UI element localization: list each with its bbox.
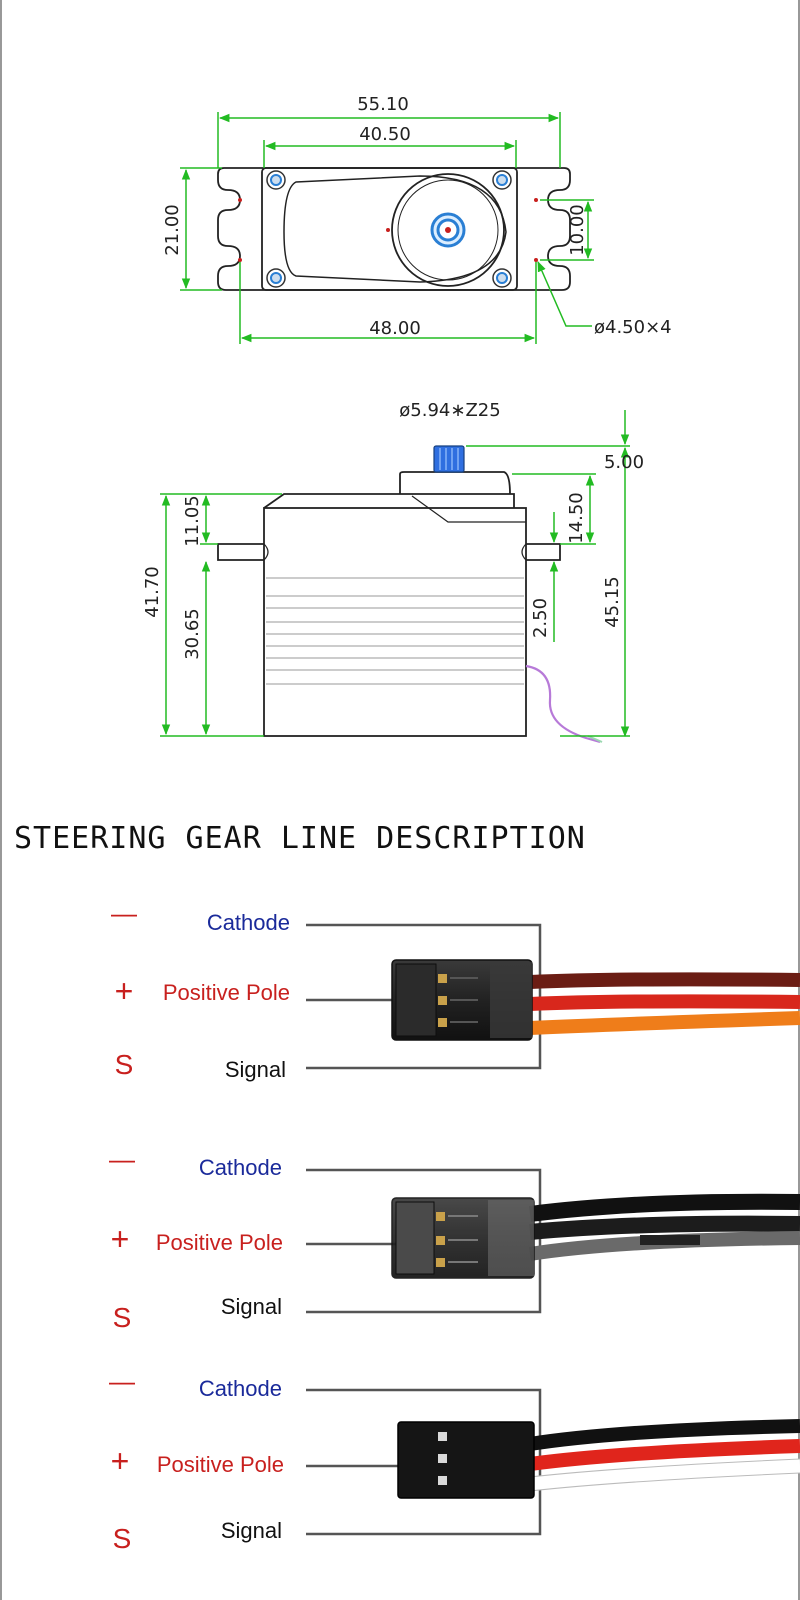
connector-group-1: — + S Cathode Positive Pole Signal <box>111 898 800 1082</box>
plus-symbol: + <box>111 1443 130 1479</box>
dim-overall-height: 41.70 <box>142 566 163 618</box>
positive-pole-label: Positive Pole <box>163 980 290 1005</box>
top-view-dimensions <box>180 112 594 344</box>
servo-side-view <box>217 471 561 737</box>
dim-body-height: 30.65 <box>182 608 203 660</box>
dim-top-to-flange: 11.05 <box>182 495 203 547</box>
positive-pole-label: Positive Pole <box>157 1452 284 1477</box>
horn-icon <box>430 212 466 248</box>
servo-cap <box>263 493 515 509</box>
dim-cap-height: 14.50 <box>566 492 587 544</box>
cover-plate <box>283 175 507 283</box>
dim-overall-width: 55.10 <box>357 94 409 115</box>
dim-slot-spacing: 10.00 <box>567 204 588 256</box>
servo-wire <box>525 664 601 744</box>
signal-symbol: S <box>113 1302 132 1333</box>
body-ribs <box>266 577 524 685</box>
cathode-label: Cathode <box>199 1376 282 1401</box>
signal-symbol: S <box>115 1049 134 1080</box>
output-gear-outline <box>391 173 505 287</box>
spline-icon <box>433 445 465 473</box>
connector-housing <box>397 1421 535 1499</box>
minus-symbol: — <box>111 898 137 928</box>
dim-spline: ø5.94∗Z25 <box>399 400 500 421</box>
side-view-dimensions <box>160 410 630 738</box>
minus-symbol: — <box>109 1366 135 1396</box>
dim-flange-thickness: 2.50 <box>530 598 551 638</box>
minus-symbol: — <box>109 1144 135 1174</box>
center-marks <box>238 198 538 262</box>
flange-left <box>217 543 264 561</box>
cathode-label: Cathode <box>199 1155 282 1180</box>
servo-body-top <box>261 167 518 291</box>
screw-icons <box>266 170 512 288</box>
signal-label: Signal <box>221 1518 282 1543</box>
signal-label: Signal <box>225 1057 286 1082</box>
flange-right <box>526 543 561 561</box>
plus-symbol: + <box>111 1221 130 1257</box>
dim-hole-spacing: 48.00 <box>369 318 421 339</box>
plus-symbol: + <box>115 973 134 1009</box>
servo-top-view <box>217 167 571 291</box>
dim-body-width: 40.50 <box>359 124 411 145</box>
signal-label: Signal <box>221 1294 282 1319</box>
dim-hole-callout: ø4.50×4 <box>594 317 672 338</box>
servo-body-side <box>263 507 527 737</box>
signal-symbol: S <box>113 1523 132 1554</box>
dim-total-height: 45.15 <box>602 576 623 628</box>
connector-group-3: — + S Cathode Positive Pole Signal <box>109 1366 800 1554</box>
dim-height: 21.00 <box>162 204 183 256</box>
section-title: STEERING GEAR LINE DESCRIPTION <box>14 821 586 856</box>
mounting-plate <box>217 167 571 291</box>
cathode-label: Cathode <box>207 910 290 935</box>
positive-pole-label: Positive Pole <box>156 1230 283 1255</box>
dim-spline-height: 5.00 <box>604 452 644 473</box>
connector-group-2: — + S Cathode Positive Pole Signal <box>109 1144 800 1333</box>
